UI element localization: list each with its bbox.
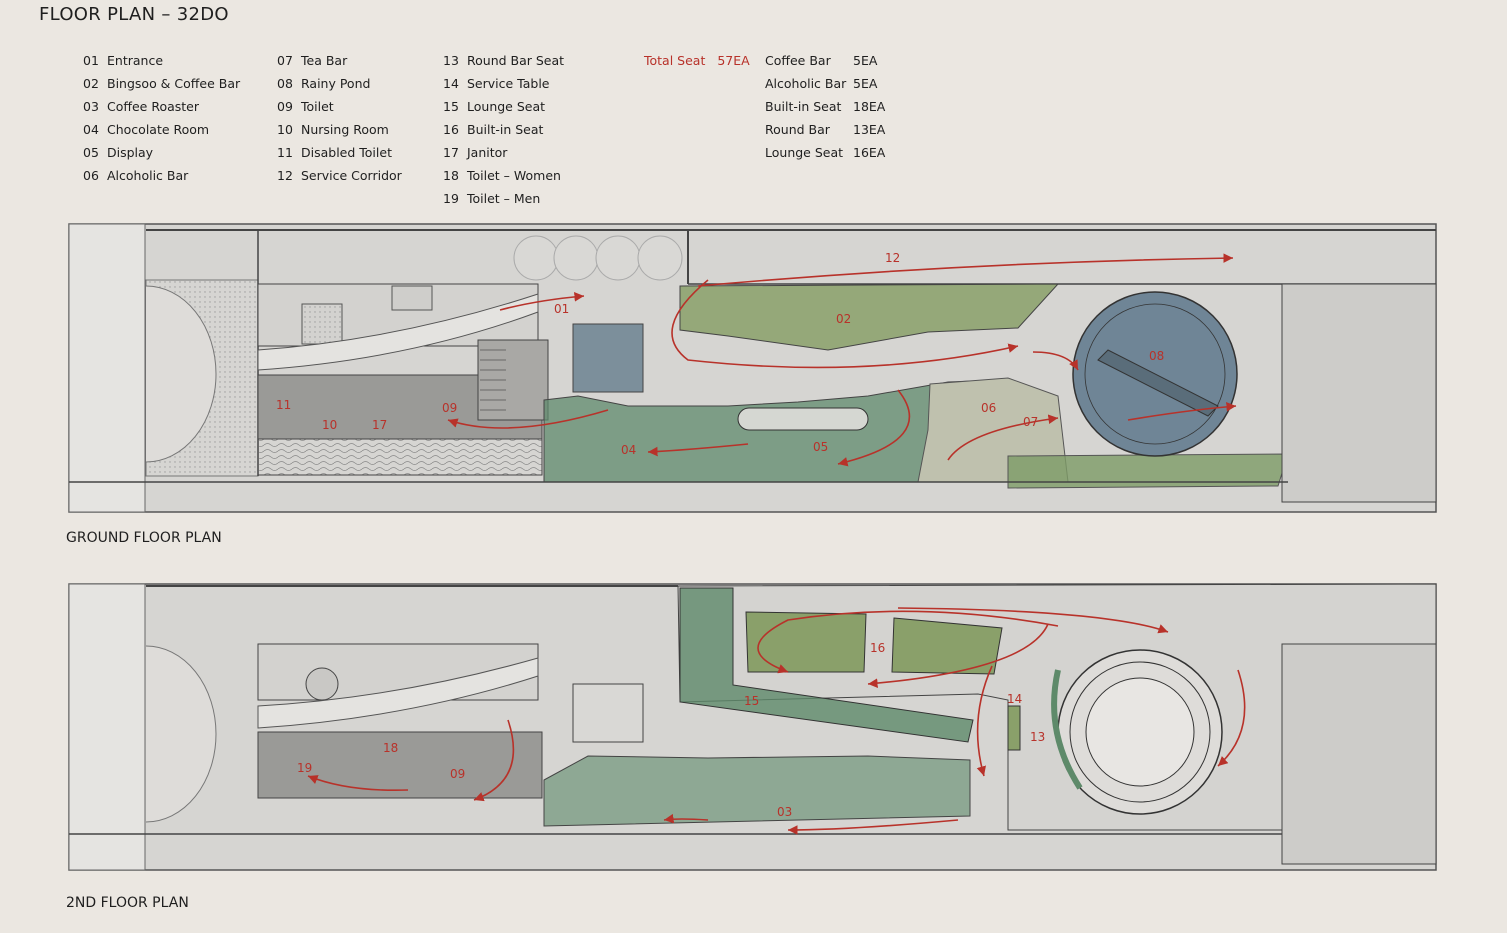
room-label-01: 01 (554, 302, 569, 316)
total-seat-value: 57EA (717, 53, 750, 68)
room-label-07: 07 (1023, 415, 1038, 429)
room-label-04: 04 (621, 443, 636, 457)
second-floor-plan: 03 09 13 14 15 16 18 19 (68, 583, 1437, 871)
toilet-stall (301, 303, 343, 345)
sink-unit (391, 285, 433, 311)
stair-arc (145, 645, 217, 823)
total-seat-label: Total Seat (644, 53, 706, 68)
round-bar-centre (1085, 677, 1195, 787)
curved-corridor (257, 657, 539, 729)
garden-strip (1007, 453, 1289, 489)
tree-canopies (513, 235, 683, 281)
lounge-seat-zone (679, 587, 974, 743)
room-label-17: 17 (372, 418, 387, 432)
round-bar-seat-arc (1051, 669, 1083, 790)
room-label-19: 19 (297, 761, 312, 775)
street-strip (68, 223, 146, 513)
page-title: FLOOR PLAN – 32DO (39, 4, 229, 25)
room-label-08: 08 (1149, 349, 1164, 363)
back-stair-area (1281, 643, 1437, 865)
built-in-seat-zone-a (745, 611, 867, 673)
circulation-arrows (307, 607, 1246, 835)
room-label-06: 06 (981, 401, 996, 415)
room-label-16: 16 (870, 641, 885, 655)
void-opening (572, 683, 644, 743)
room-label-05: 05 (813, 440, 828, 454)
circulation-arrows (447, 253, 1237, 467)
toilet-block (257, 731, 543, 799)
built-in-seat-zone-b (891, 617, 1003, 675)
planter-strip (257, 438, 543, 476)
room-label-11: 11 (276, 398, 291, 412)
bingsoo-bar-zone (679, 283, 1060, 351)
room-label-13: 13 (1030, 730, 1045, 744)
entrance-arc (145, 285, 217, 463)
total-seat: Total Seat 57EA (644, 49, 750, 72)
room-label-12: 12 (885, 251, 900, 265)
street-strip (68, 583, 146, 871)
ground-floor-caption: GROUND FLOOR PLAN (66, 530, 222, 546)
room-label-14: 14 (1007, 692, 1022, 706)
room-label-09: 09 (450, 767, 465, 781)
display-counter (737, 407, 869, 431)
room-label-03: 03 (777, 805, 792, 819)
room-label-02: 02 (836, 312, 851, 326)
water-feature (572, 323, 644, 393)
spiral-stair (305, 667, 339, 701)
ground-floor-plan: 01 02 04 05 06 07 08 09 10 11 12 17 (68, 223, 1437, 513)
roaster-zone (543, 755, 971, 827)
back-stair-area (1281, 283, 1437, 503)
service-table (1007, 705, 1021, 751)
room-label-09: 09 (442, 401, 457, 415)
curved-corridor (257, 293, 539, 371)
room-label-15: 15 (744, 694, 759, 708)
room-label-18: 18 (383, 741, 398, 755)
second-floor-caption: 2ND FLOOR PLAN (66, 895, 189, 911)
room-label-10: 10 (322, 418, 337, 432)
pond-walkway (1097, 349, 1219, 417)
